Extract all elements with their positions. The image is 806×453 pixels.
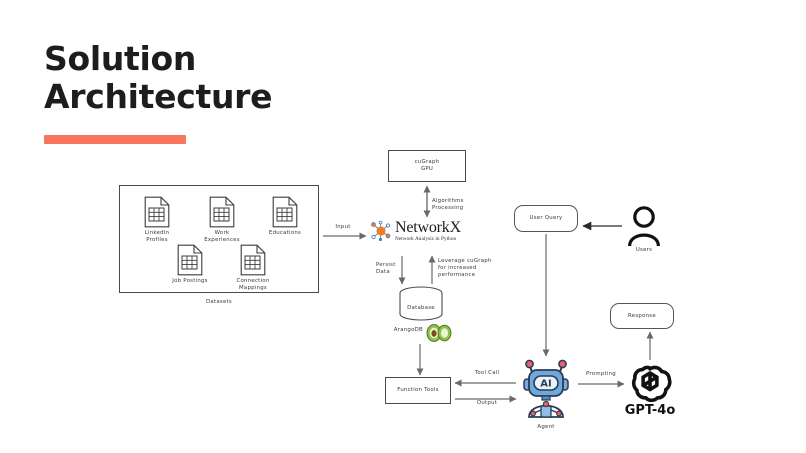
edge-label-output: Output <box>476 400 498 406</box>
user-query-label: User Query <box>529 215 563 221</box>
dataset-label: LinkedIn Profiles <box>144 230 170 243</box>
function-tools-node[interactable]: Function Tools <box>385 377 451 404</box>
document-table-icon <box>144 196 170 228</box>
datasets-panel: LinkedIn Profiles Work Experiences Educa… <box>119 185 319 293</box>
networkx-name: NetworkX <box>395 219 461 236</box>
avocado-icon <box>426 324 452 342</box>
document-table-icon <box>177 244 203 276</box>
dataset-item-linkedin-profiles[interactable]: LinkedIn Profiles <box>134 196 180 244</box>
edge-label-leverage-cugraph: Leverage cuGraph for increased performan… <box>438 258 492 278</box>
cugraph-label-line2: GPU <box>420 166 434 172</box>
datasets-caption: Datasets <box>206 299 232 305</box>
networkx-logo-icon <box>371 220 391 242</box>
title-accent-rule <box>44 135 186 144</box>
user-query-node[interactable]: User Query <box>514 205 578 232</box>
dataset-label: Job Postings <box>172 278 208 284</box>
title-line-1: Solution <box>44 39 197 78</box>
response-node[interactable]: Response <box>610 303 674 329</box>
arangodb-label: ArangoDB <box>393 327 423 333</box>
title-line-2: Architecture <box>44 77 273 116</box>
networkx-node[interactable]: NetworkX Network Analysis in Python <box>370 220 461 243</box>
document-table-icon <box>209 196 235 228</box>
dataset-item-educations[interactable]: Educations <box>262 196 308 237</box>
dataset-label: Educations <box>268 230 302 236</box>
agent-ai-badge: AI <box>540 379 551 390</box>
openai-logo-icon[interactable] <box>628 362 672 406</box>
document-table-icon <box>272 196 298 228</box>
function-tools-label: Function Tools <box>397 387 439 393</box>
robot-icon[interactable]: AI <box>521 355 571 421</box>
dataset-item-connection-mappings[interactable]: Connection Mappings <box>230 244 276 292</box>
dataset-label: Work Experiences <box>204 230 240 243</box>
database-label: Database <box>407 305 435 311</box>
gpt-label: GPT-4o <box>624 403 676 418</box>
document-table-icon <box>240 244 266 276</box>
edge-label-input: Input <box>335 224 351 230</box>
agent-label: Agent <box>537 424 555 430</box>
users-label: Users <box>635 247 653 253</box>
database-cylinder-icon[interactable] <box>398 286 444 324</box>
edge-label-persist-data: Persist Data <box>376 262 396 275</box>
networkx-subtitle: Network Analysis in Python <box>395 236 457 242</box>
response-label: Response <box>628 312 656 319</box>
person-icon[interactable] <box>626 205 662 247</box>
edge-label-prompting: Prompting <box>586 371 616 377</box>
dataset-label: Connection Mappings <box>236 278 270 291</box>
dataset-item-work-experiences[interactable]: Work Experiences <box>199 196 245 244</box>
edge-label-tool-call: Tool Call <box>474 370 500 376</box>
page-title: Solution Architecture <box>44 39 273 116</box>
cugraph-label-line1: cuGraph <box>414 159 440 165</box>
edge-label-algorithms-processing: Algorithms Processing <box>432 198 464 211</box>
cugraph-gpu-node[interactable]: cuGraph GPU <box>388 150 466 182</box>
dataset-item-job-postings[interactable]: Job Postings <box>167 244 213 285</box>
